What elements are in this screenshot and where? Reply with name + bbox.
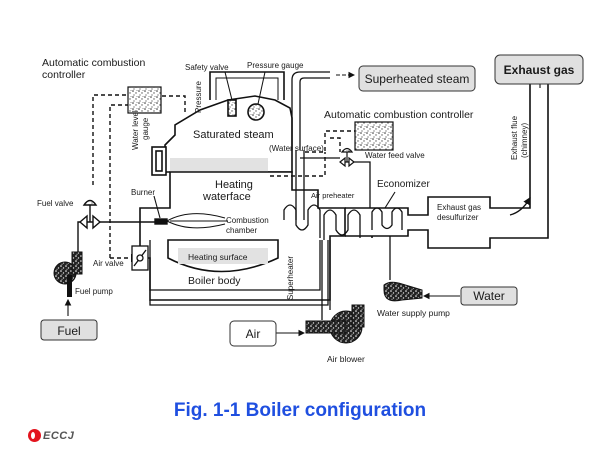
economizer-coil: [371, 207, 403, 230]
safety-valve-label: Safety valve: [185, 63, 229, 72]
superheater-coil: [283, 204, 321, 238]
exhaust-desulfurizer-label-2: desulfurizer: [437, 213, 479, 222]
air-label: Air: [246, 327, 261, 341]
water-feed-valve: [339, 147, 355, 168]
burner: [154, 218, 168, 225]
air-preheater-label: Air preheater: [311, 191, 355, 200]
auto-controller-left-label-1: Automatic combustion: [42, 57, 145, 69]
superheater-label: Superheater: [286, 256, 295, 300]
exhaust-gas-box: Exhaust gas: [494, 54, 584, 85]
water-box: Water: [460, 286, 518, 306]
pressure-label: Pressure: [194, 80, 203, 113]
logo-mark-icon: [28, 429, 41, 442]
water-supply-pump-label: Water supply pump: [377, 308, 450, 318]
exhaust-desulfurizer-label-1: Exhaust gas: [437, 203, 481, 212]
heating-surface-label: Heating surface: [188, 252, 248, 262]
economizer-label: Economizer: [377, 179, 430, 190]
exhaust-flue-label-1: Exhaust flue: [510, 115, 519, 160]
auto-controller-left: [127, 86, 162, 114]
eccj-logo: ECCJ: [28, 429, 74, 442]
air-valve: [131, 245, 149, 271]
combustion-chamber-label-2: chamber: [226, 226, 257, 235]
fuel-pump-label: Fuel pump: [75, 287, 113, 296]
pressure-gauge: [247, 103, 265, 121]
water-level-gauge-label-1: Water level: [131, 110, 140, 150]
fuel-box: Fuel: [40, 319, 98, 341]
saturated-steam-label: Saturated steam: [193, 129, 274, 141]
air-valve-label: Air valve: [93, 259, 124, 268]
figure-caption: Fig. 1-1 Boiler configuration: [173, 400, 427, 421]
air-box: Air: [229, 320, 277, 347]
waterface-label: waterface: [202, 191, 251, 203]
fuel-label: Fuel: [57, 324, 80, 338]
gas-duct: [345, 80, 531, 216]
superheated-steam-box: Superheated steam: [358, 65, 476, 92]
pressure-gauge-label: Pressure gauge: [247, 61, 304, 70]
fuel-valve-label: Fuel valve: [37, 199, 74, 208]
boiler-body-label: Boiler body: [188, 275, 241, 287]
air-preheater-coil: [323, 209, 361, 240]
heating-label: Heating: [215, 179, 253, 191]
water-surface-label: (Water surface): [269, 144, 324, 153]
superheated-steam-label: Superheated steam: [365, 72, 470, 86]
exhaust-flue-label-2: (chimney): [520, 123, 529, 158]
water-label: Water: [473, 289, 505, 303]
auto-controller-right-label: Automatic combustion controller: [324, 109, 474, 121]
air-blower-label: Air blower: [327, 354, 365, 364]
safety-valve: [227, 99, 237, 117]
fuel-pump: [53, 251, 83, 297]
burner-label: Burner: [131, 188, 155, 197]
auto-controller-left-label-2: controller: [42, 69, 86, 81]
auto-controller-right: [354, 121, 394, 151]
flame: [166, 213, 228, 229]
air-blower: [305, 304, 365, 344]
water-feed-valve-label: Water feed valve: [365, 151, 425, 160]
logo-text: ECCJ: [43, 429, 75, 442]
water-level-gauge-label-2: gauge: [141, 117, 150, 140]
water-supply-pump: [383, 281, 423, 302]
combustion-chamber-label-1: Combustion: [226, 216, 269, 225]
exhaust-gas-label: Exhaust gas: [504, 63, 575, 77]
